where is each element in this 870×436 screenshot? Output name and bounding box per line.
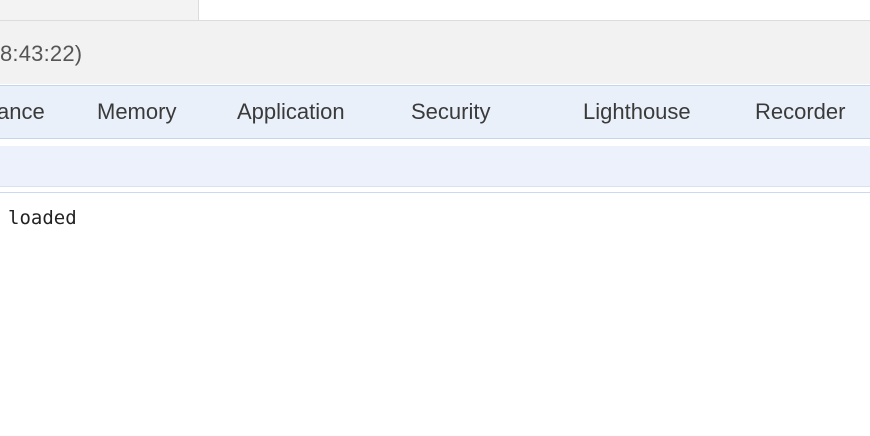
browser-tab-strip — [0, 0, 870, 21]
tab-lighthouse[interactable]: Lighthouse — [583, 99, 691, 124]
devtools-tab-bar: ance Memory Application Security Lightho… — [0, 85, 870, 139]
window-title: 8:43:22) — [0, 41, 83, 66]
toolbar-divider — [0, 192, 870, 193]
console-message: loaded — [8, 207, 77, 229]
tab-recorder[interactable]: Recorder — [755, 99, 846, 124]
tab-memory[interactable]: Memory — [97, 99, 177, 124]
title-bar: 8:43:22) — [0, 21, 870, 84]
browser-tab[interactable] — [0, 0, 199, 20]
tab-application[interactable]: Application — [237, 99, 345, 124]
tab-security[interactable]: Security — [411, 99, 491, 124]
console-output: loaded — [0, 193, 870, 436]
tab-performance[interactable]: ance — [0, 99, 45, 124]
console-toolbar — [0, 146, 870, 187]
